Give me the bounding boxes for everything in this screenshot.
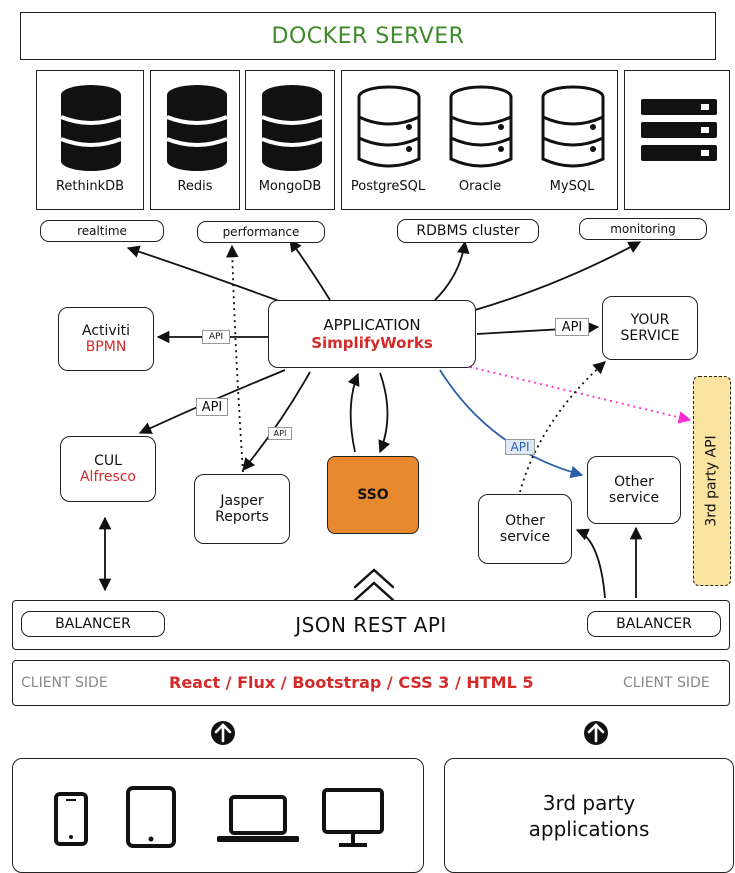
activiti-subtitle: BPMN — [85, 339, 127, 355]
balancer-right: BALANCER — [587, 611, 721, 637]
db-label: Redis — [177, 179, 213, 194]
monitor-icon — [322, 788, 384, 847]
arrow-app-other-service — [439, 369, 584, 479]
docker-server-title: DOCKER SERVER — [271, 23, 465, 49]
client-side-left: CLIENT SIDE — [21, 675, 108, 691]
tablet-icon — [126, 786, 176, 848]
arrow-app-mongodb — [289, 238, 331, 301]
client-stack: React / Flux / Bootstrap / CSS 3 / HTML … — [169, 673, 534, 692]
server-rack-icon — [641, 99, 717, 161]
db-panel-redis: Redis — [150, 70, 240, 210]
jasper-reports-box[interactable]: Jasper Reports — [194, 474, 290, 544]
devices-box — [12, 758, 424, 873]
database-outline-icon — [449, 85, 513, 168]
third-party-apps-box: 3rd party applications — [444, 758, 734, 873]
arrow-app-jasper — [242, 371, 311, 471]
cul-subtitle: Alfresco — [79, 469, 136, 485]
phone-icon — [54, 792, 88, 846]
jasper-line1: Jasper — [220, 493, 264, 509]
up-arrow-circle-icon — [211, 721, 235, 745]
arrow-balancer-other-service-left — [575, 528, 606, 599]
db-panel-rdbms: PostgreSQL Oracle MySQL — [341, 70, 618, 210]
api-label-your-service: API — [555, 318, 589, 336]
db-label: MongoDB — [258, 179, 322, 194]
your-service-box[interactable]: YOUR SERVICE — [602, 296, 698, 360]
monitoring-panel — [624, 70, 730, 210]
arrow-sso-app — [347, 372, 360, 453]
third-party-api-box[interactable]: 3rd party API — [693, 376, 731, 586]
client-side-right: CLIENT SIDE — [623, 675, 710, 691]
other-service-right-box[interactable]: Other service — [587, 456, 681, 524]
database-icon — [60, 85, 122, 171]
laptop-icon — [217, 795, 299, 842]
tag-realtime: realtime — [40, 220, 164, 242]
balancer-left: BALANCER — [21, 611, 165, 637]
chevron-up-icon — [353, 568, 395, 602]
sso-box[interactable]: SSO — [327, 456, 419, 534]
db-label: Oracle — [458, 179, 502, 194]
your-service-line1: YOUR — [630, 312, 670, 328]
database-icon — [261, 85, 323, 171]
other-service-right-line2: service — [608, 490, 660, 506]
activiti-title: Activiti — [82, 323, 130, 339]
arrow-app-monitoring — [474, 241, 642, 311]
rest-api-title: JSON REST API — [295, 613, 447, 637]
arrow-app-sso — [378, 372, 391, 454]
other-service-left-box[interactable]: Other service — [478, 494, 572, 564]
arrow-app-realtime — [126, 245, 291, 306]
up-arrow-circle-icon — [584, 721, 608, 745]
json-rest-api-bar: BALANCER JSON REST API BALANCER — [12, 600, 730, 650]
client-side-bar: CLIENT SIDE React / Flux / Bootstrap / C… — [12, 660, 730, 706]
tag-performance: performance — [197, 221, 325, 243]
sso-label: SSO — [357, 487, 389, 503]
arrow-app-rdbms — [434, 240, 470, 301]
docker-server-header: DOCKER SERVER — [20, 12, 716, 60]
third-party-apps-line2: applications — [528, 816, 650, 841]
db-label: RethinkDB — [55, 179, 125, 194]
tag-monitoring: monitoring — [579, 218, 707, 240]
other-service-left-line2: service — [499, 529, 551, 545]
arrow-app-3rd-party-api — [469, 366, 692, 424]
activiti-box[interactable]: Activiti BPMN — [58, 307, 154, 371]
db-label: PostgreSQL — [350, 179, 426, 194]
other-service-left-line1: Other — [505, 513, 545, 529]
database-icon — [166, 85, 228, 171]
application-title: APPLICATION — [323, 316, 421, 334]
api-label-other-service: API — [505, 439, 535, 455]
database-outline-icon — [541, 85, 605, 168]
third-party-api-label: 3rd party API — [704, 435, 721, 527]
db-panel-rethinkdb: RethinkDB — [36, 70, 144, 210]
application-subtitle: SimplifyWorks — [311, 334, 433, 352]
arrow-jasper-performance — [226, 244, 244, 473]
db-label: MySQL — [549, 179, 595, 194]
cul-title: CUL — [94, 453, 122, 469]
api-label-activiti: API — [202, 330, 230, 344]
other-service-right-line1: Other — [614, 474, 654, 490]
application-box[interactable]: APPLICATION SimplifyWorks — [268, 300, 476, 368]
tag-rdbms-cluster: RDBMS cluster — [397, 219, 539, 243]
api-label-jasper: API — [268, 427, 292, 440]
db-panel-mongodb: MongoDB — [245, 70, 335, 210]
api-label-cul: API — [196, 398, 228, 416]
cul-alfresco-box[interactable]: CUL Alfresco — [60, 436, 156, 502]
database-outline-icon — [357, 85, 421, 168]
jasper-line2: Reports — [215, 509, 269, 525]
your-service-line2: SERVICE — [620, 328, 680, 344]
third-party-apps-line1: 3rd party — [542, 790, 636, 815]
